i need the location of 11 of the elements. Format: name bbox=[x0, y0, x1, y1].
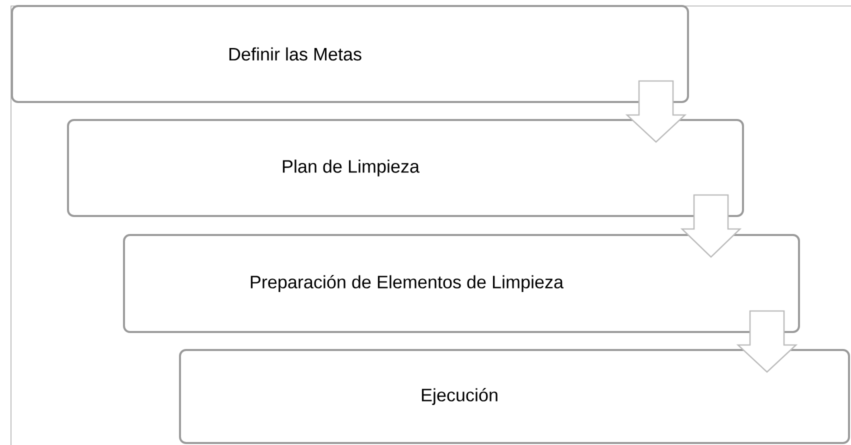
box-label: Definir las Metas bbox=[229, 47, 362, 61]
block-arrow bbox=[625, 80, 687, 143]
process-box bbox=[123, 234, 800, 333]
box-label: Ejecución bbox=[422, 388, 498, 405]
process-box bbox=[67, 119, 744, 217]
block-arrow bbox=[736, 310, 798, 373]
box-label: Plan de Limpieza bbox=[282, 160, 420, 176]
block-arrow bbox=[680, 194, 742, 258]
process-box bbox=[11, 5, 689, 103]
process-box bbox=[179, 349, 850, 444]
box-label: Preparación de Elementos de Limpieza bbox=[250, 275, 564, 292]
